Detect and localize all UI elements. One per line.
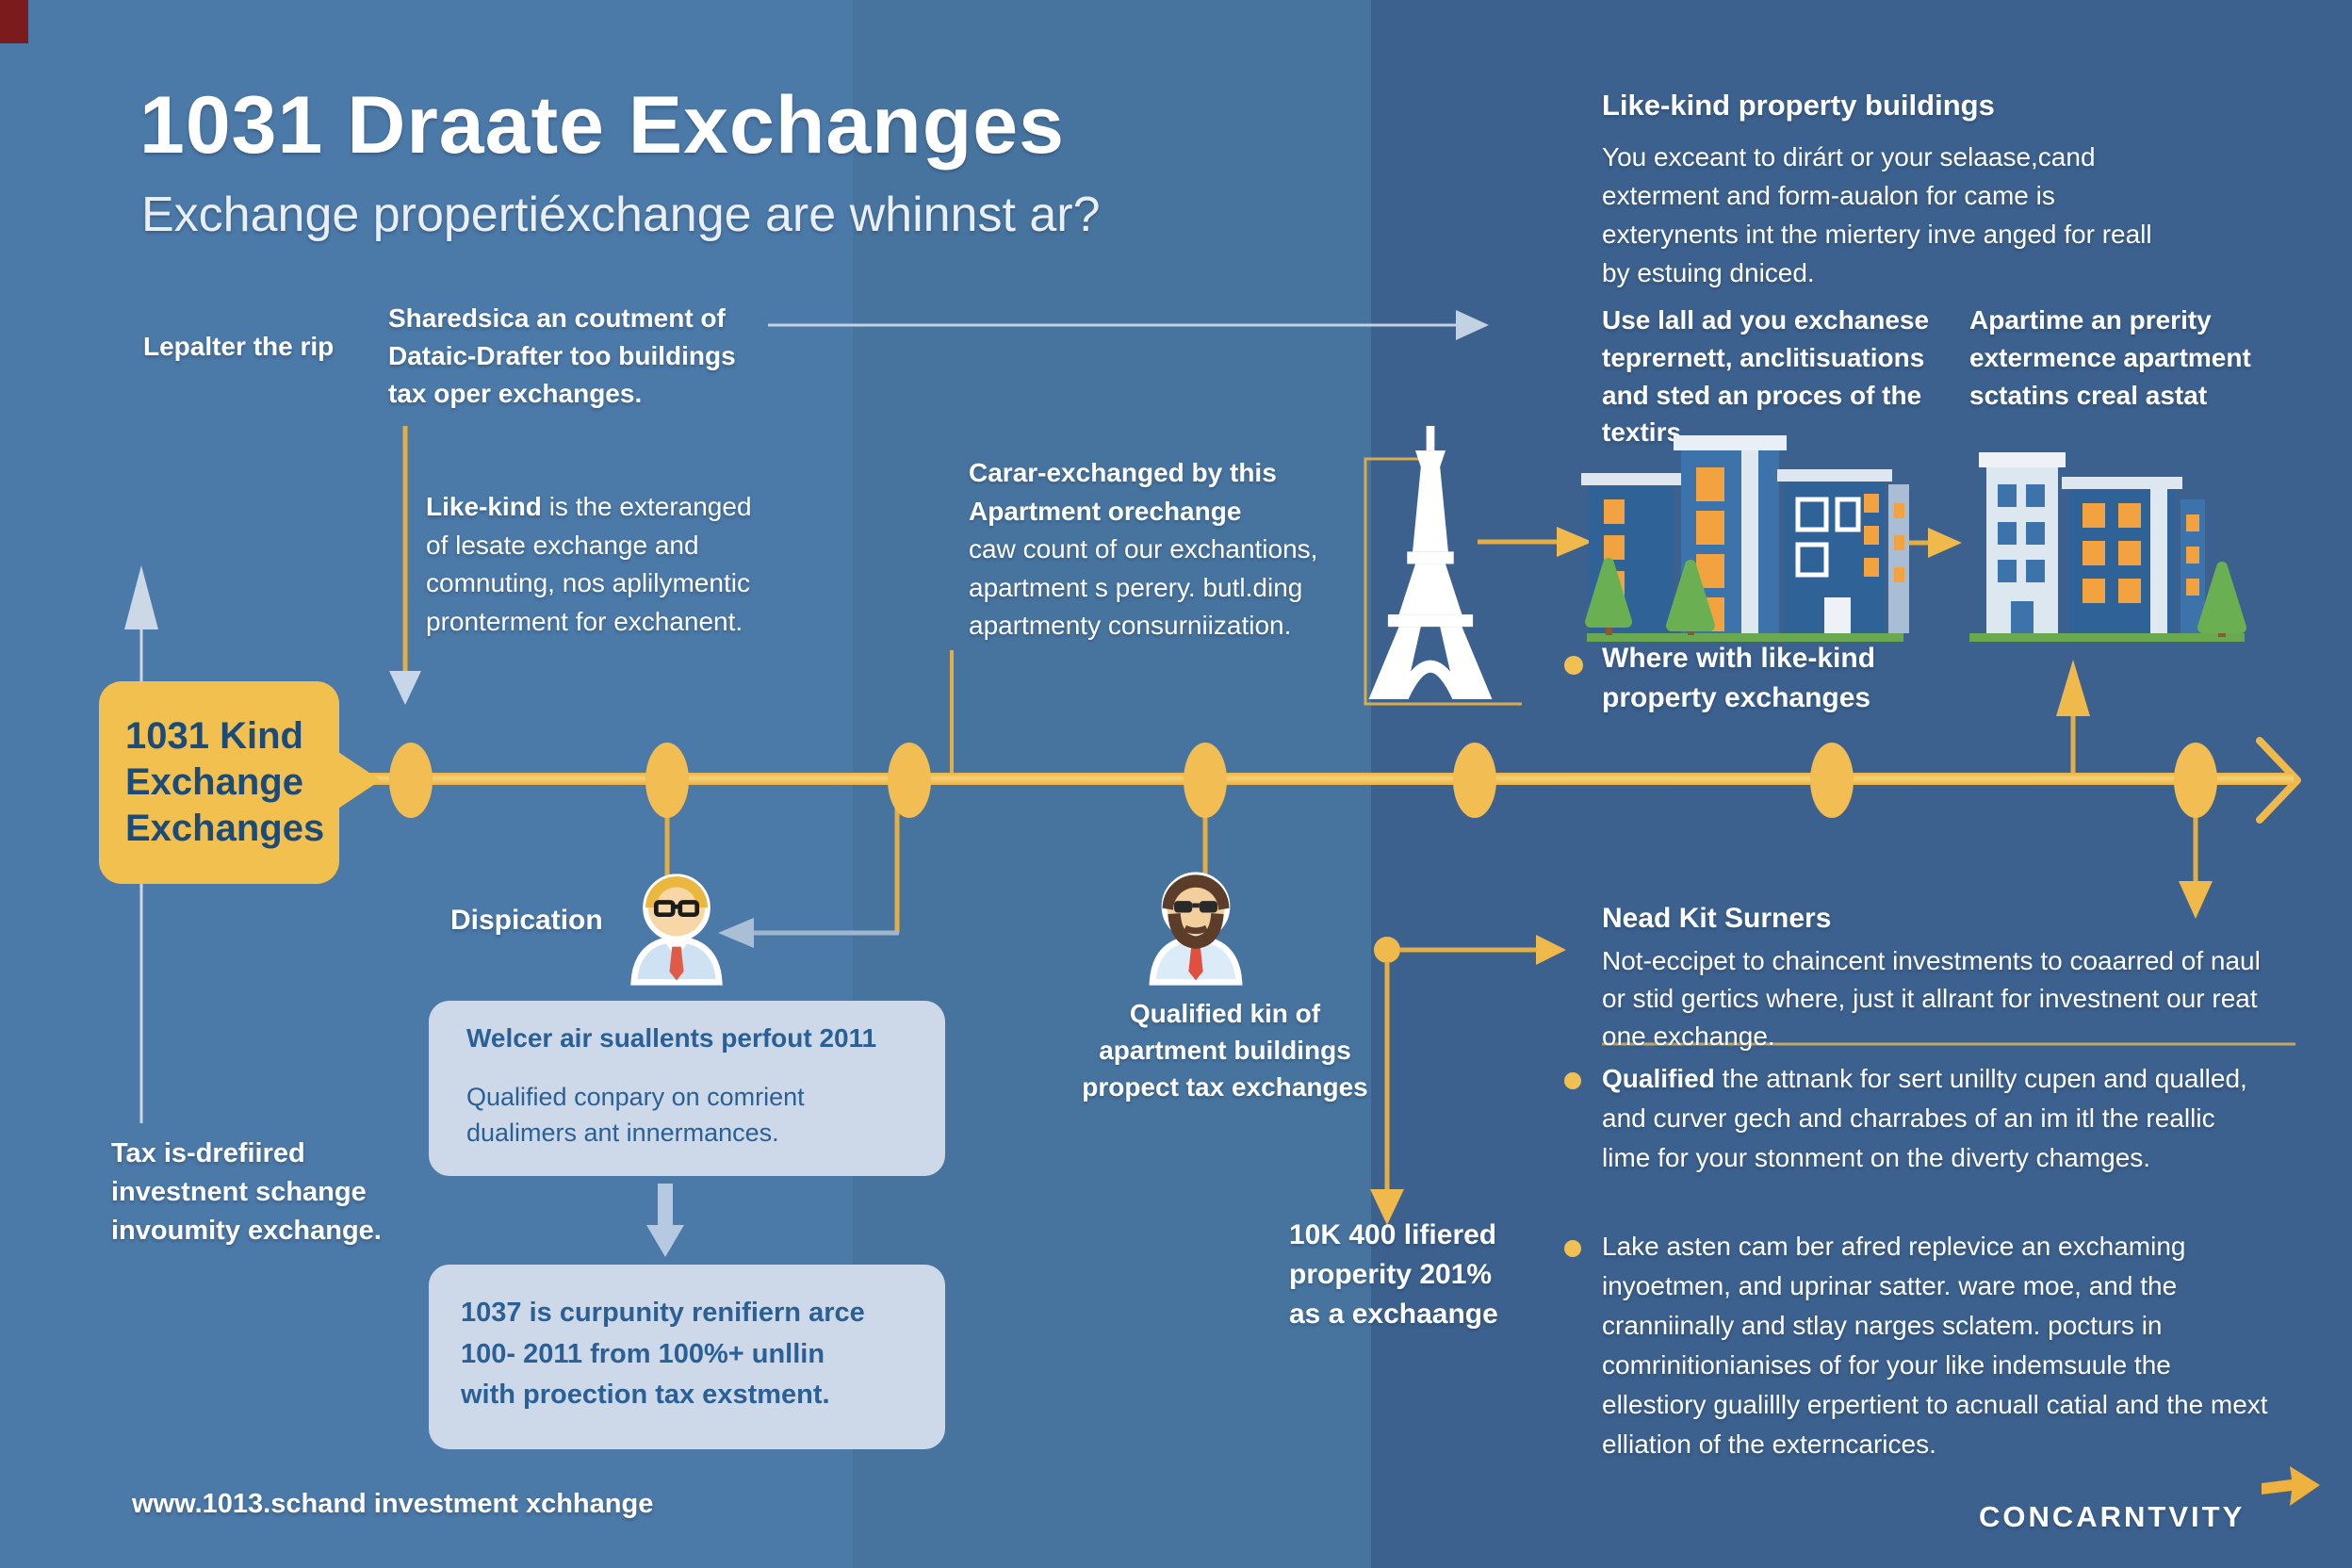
right-column-1: Use lall ad you exchanese teprernett, an…: [1602, 305, 1930, 448]
bullet2-text: Lake asten cam ber afred replevice an ex…: [1602, 1232, 2268, 1459]
bullet2-dot: [1564, 1240, 1581, 1257]
dispication-label: Dispication: [450, 905, 603, 936]
welcer-card-title: Welcer air suallents perfout 2011: [466, 1023, 877, 1053]
welcer-card: Welcer air suallents perfout 2011 Qualif…: [429, 1001, 945, 1176]
timeline-node-2: [645, 743, 689, 818]
start-box-pointer: [335, 750, 381, 810]
tax-note: Tax is-drefiired investnent schange invo…: [111, 1138, 382, 1247]
footer-url: www.1013.schand investment xchhange: [132, 1489, 654, 1519]
page-subtitle: Exchange propertiéxchange are whinnst ar…: [141, 188, 1101, 242]
timeline-node-6: [1810, 743, 1854, 818]
label-lepalter: Lepalter the rip: [143, 332, 335, 361]
bullet1-dot: [1564, 1072, 1581, 1089]
like-kind-rest: is the exteranged of lesate exchange and…: [426, 492, 752, 636]
card-1037-text: 1037 is curpunity renifiern arce 100- 20…: [461, 1298, 865, 1410]
timeline-node-1: [389, 743, 433, 818]
carar-bold: Carar-exchanged by this Apartment orecha…: [969, 458, 1277, 526]
corner-red-mark: [0, 0, 28, 43]
welcer-card-body: Qualified conpary on comrient dualimers …: [466, 1083, 805, 1147]
apartment-buildings-icon-2: [1969, 452, 2246, 642]
right-column-2: Apartime an prerity extermence apartment…: [1969, 305, 2251, 410]
timeline-bar: [347, 773, 2294, 785]
bullet1-rest: the attnank for sert unillty cupen and q…: [1602, 1064, 2247, 1172]
where-bullet-text: Where with like-kind property exchanges: [1602, 643, 1876, 713]
eiffel-tower-icon: [1368, 426, 1493, 699]
nead-body: Not-eccipet to chaincent investments to …: [1602, 946, 2261, 1051]
apartment-buildings-icon: [1581, 435, 1909, 642]
advisor-person-icon: [630, 874, 723, 986]
stat-10k: 10K 400 lifiered properity 201% as a exc…: [1289, 1219, 1498, 1330]
qualified-kin-label: Qualified kin of apartment buildings pro…: [1082, 999, 1368, 1102]
like-kind-paragraph: Like-kind is the exteranged of lesate ex…: [426, 488, 841, 641]
right-heading: Like-kind property buildings: [1602, 89, 1995, 122]
start-callout-box: 1031 Kind Exchange Exchanges: [99, 681, 339, 884]
nead-heading: Nead Kit Surners: [1602, 903, 1832, 934]
brand-name: CONCARNTVITY: [1979, 1500, 2246, 1533]
carar-paragraph: Carar-exchanged by this Apartment orecha…: [969, 454, 1430, 645]
page-title: 1031 Draate Exchanges: [139, 80, 1065, 171]
like-kind-lead: Like-kind: [426, 492, 542, 521]
right-intro: You exceant to dirárt or your selaase,ca…: [1602, 142, 2152, 288]
timeline-node-3: [888, 743, 931, 818]
label-sharedsica: Sharedsica an coutment of Dataic-Drafter…: [388, 303, 736, 408]
timeline-node-4: [1184, 743, 1227, 818]
carar-rest: caw count of our exchantions, apartment …: [969, 534, 1318, 641]
bullet1-text: Qualified the attnank for sert unillty c…: [1602, 1059, 2262, 1178]
brand-arrow-icon: [2262, 1466, 2320, 1506]
bearded-advisor-icon: [1149, 872, 1243, 986]
timeline-node-7: [2174, 743, 2217, 818]
timeline-node-5: [1453, 743, 1496, 818]
start-callout-text: 1031 Kind Exchange Exchanges: [125, 715, 325, 849]
where-bullet-dot: [1564, 656, 1583, 675]
bullet1-lead: Qualified: [1602, 1064, 1715, 1093]
card-1037: 1037 is curpunity renifiern arce 100- 20…: [429, 1265, 945, 1449]
